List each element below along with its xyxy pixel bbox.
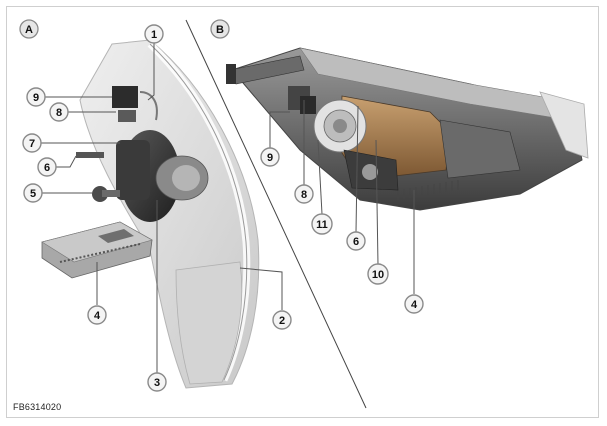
callout-a-8: 8 [49, 102, 69, 122]
housing-rim [149, 43, 248, 381]
svg-text:8: 8 [56, 107, 62, 119]
svg-text:6: 6 [44, 162, 50, 174]
callout-b-10: 10 [367, 263, 389, 285]
bulb-socket [313, 99, 367, 153]
svg-text:1: 1 [151, 29, 157, 41]
svg-text:5: 5 [30, 188, 36, 200]
leader-lines [41, 43, 415, 373]
panel-a-label: A [25, 24, 33, 36]
callout-a-1: 1 [144, 24, 164, 44]
callout-a-6: 6 [37, 157, 57, 177]
callout-a-7: 7 [22, 133, 42, 153]
panel-b-illustration [226, 47, 589, 211]
callout-b-8: 8 [294, 184, 314, 204]
svg-text:7: 7 [29, 138, 35, 150]
svg-text:8: 8 [301, 189, 307, 201]
cooling-fins [397, 180, 459, 200]
panel-divider [185, 19, 367, 409]
callout-a-3: 3 [147, 372, 167, 392]
figure-reference-code: FB6314020 [13, 402, 62, 412]
panel-a-badge: A [19, 19, 39, 39]
lamp-module [116, 130, 209, 222]
panel-b-label: B [216, 24, 224, 36]
panel-a-illustration [41, 39, 260, 389]
rear-end-lens [539, 91, 589, 159]
callout-a-4: 4 [87, 305, 107, 325]
svg-text:4: 4 [411, 299, 418, 311]
svg-text:9: 9 [267, 152, 273, 164]
svg-text:3: 3 [154, 377, 160, 389]
housing-lower-body [175, 261, 243, 385]
svg-text:9: 9 [33, 92, 39, 104]
callout-a-2: 2 [272, 310, 292, 330]
adjuster-pin [76, 152, 104, 158]
callout-b-9: 9 [260, 147, 280, 167]
callout-b-4: 4 [404, 294, 424, 314]
svg-text:6: 6 [353, 236, 359, 248]
panel-b-badge: B [210, 19, 230, 39]
svg-text:11: 11 [316, 219, 328, 231]
svg-text:2: 2 [279, 315, 285, 327]
callout-b-11: 11 [311, 213, 333, 235]
wiring-harness [139, 91, 158, 121]
svg-text:10: 10 [372, 269, 384, 281]
control-unit [41, 221, 153, 279]
top-connector [112, 86, 138, 108]
callout-b-6: 6 [346, 231, 366, 251]
callout-a-9: 9 [26, 87, 46, 107]
svg-text:4: 4 [94, 310, 101, 322]
callout-a-5: 5 [23, 183, 43, 203]
